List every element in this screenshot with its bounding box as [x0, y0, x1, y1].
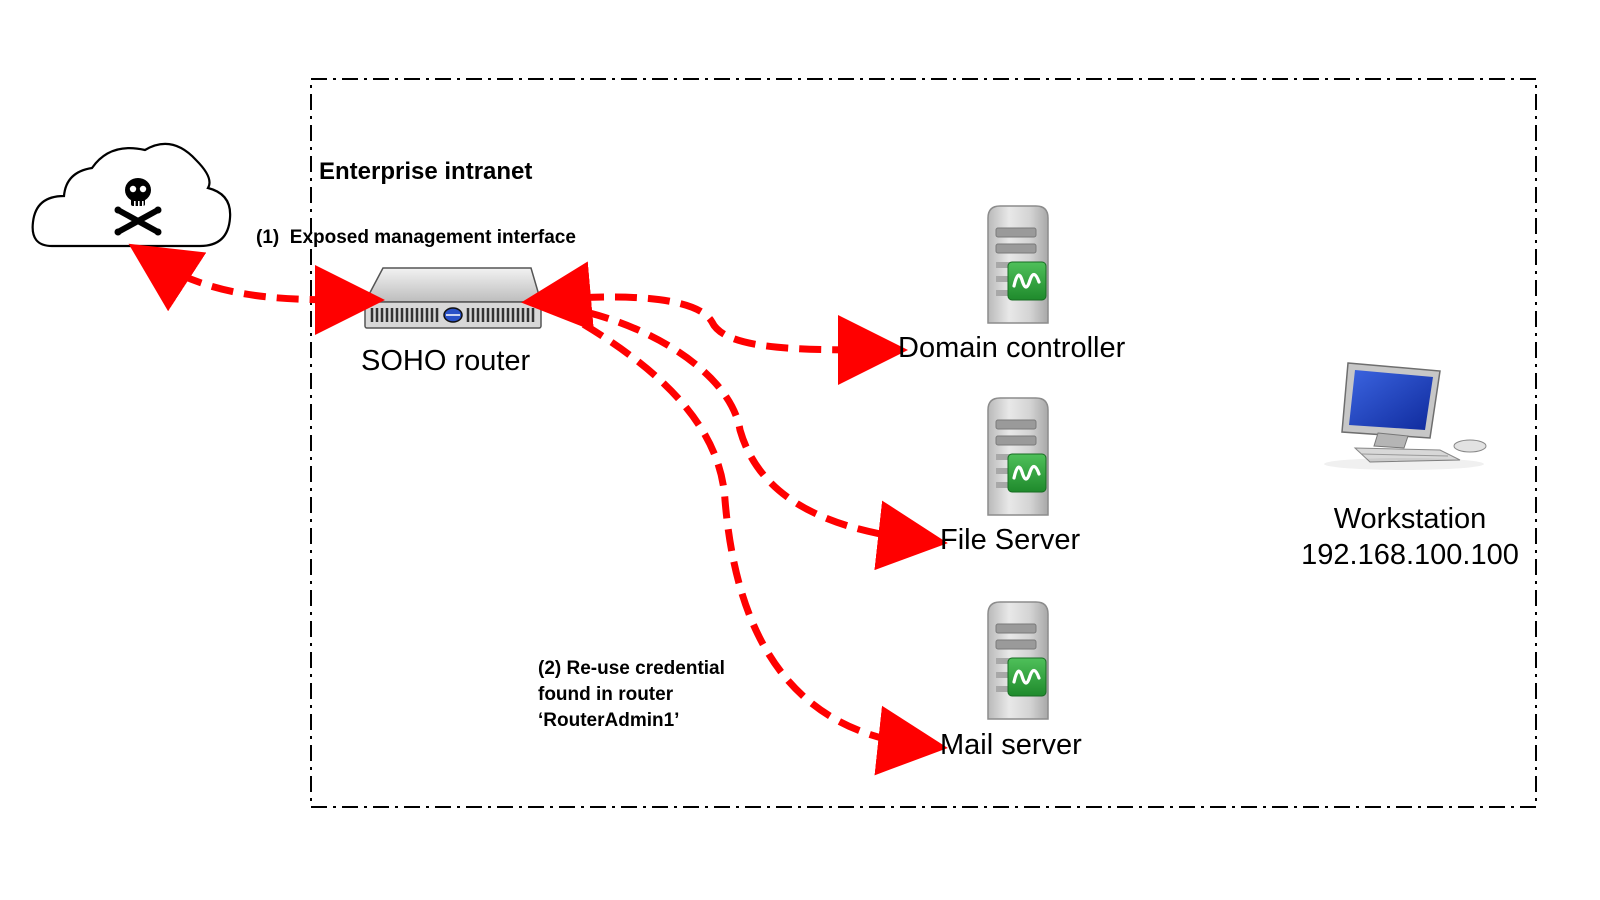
file-server-label: File Server: [940, 524, 1081, 556]
attack-path-mail-server: [553, 304, 948, 776]
step2-line1: (2) Re-use credential: [538, 658, 725, 679]
workstation-ip: 192.168.100.100: [1301, 539, 1519, 571]
skull-crossbones-icon: [114, 178, 162, 236]
server-icon-mail-server: [986, 600, 1050, 721]
router-icon: [363, 267, 543, 329]
attack-path-domain-controller: [521, 261, 908, 385]
intranet-title: Enterprise intranet: [319, 158, 533, 185]
router-label: SOHO router: [361, 345, 531, 377]
domain-controller-label: Domain controller: [898, 332, 1126, 364]
attack-paths: [128, 243, 948, 776]
step2-line3: ‘RouterAdmin1’: [538, 710, 680, 731]
intranet-boundary: [310, 78, 1537, 808]
step2-line2: found in router: [538, 684, 674, 705]
mail-server-label: Mail server: [940, 729, 1082, 761]
workstation-icon: [1324, 362, 1487, 470]
step1-label: (1) Exposed management interface: [256, 227, 576, 248]
server-icon-domain-controller: [986, 204, 1050, 325]
server-icon-file-server: [986, 396, 1050, 517]
attack-path-file-server: [554, 302, 948, 571]
attack-path-exposed-interface: [128, 243, 385, 335]
workstation-label: Workstation: [1333, 503, 1487, 535]
